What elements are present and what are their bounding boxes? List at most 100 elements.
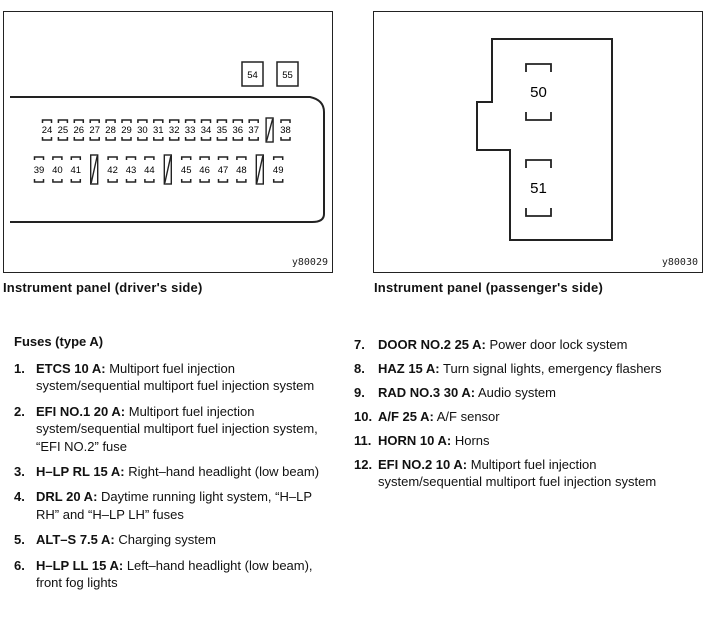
fuse-number: 46	[199, 165, 210, 176]
fuse-bracket-bottom	[125, 179, 137, 183]
fuse-bracket-top	[248, 119, 259, 123]
fuse-number: 44	[144, 165, 155, 176]
fuse-bracket-bottom	[184, 137, 196, 141]
fuse-number: 40	[52, 165, 63, 176]
item-number: 6.	[14, 557, 25, 573]
fuse-bracket-bottom	[70, 179, 82, 183]
fuse-bracket-top	[216, 119, 228, 123]
item-number: 1.	[14, 361, 25, 376]
item-number: 2.	[14, 403, 25, 419]
fuse-bracket-top	[180, 156, 192, 160]
fuse-bracket-bottom	[180, 179, 192, 183]
fuse-name: H–LP RL 15 A:	[36, 464, 125, 480]
fuse-description: Power door lock system	[489, 337, 628, 352]
fuse-number: 55	[282, 70, 293, 81]
fuse-list-right: 7. DOOR NO.2 25 A: Power door lock syste…	[354, 336, 674, 497]
fuse-number: 35	[217, 125, 228, 136]
fuse-number: 26	[74, 125, 85, 136]
fuse-bracket-top	[280, 119, 291, 123]
fuse-bracket-bottom	[144, 179, 155, 183]
fuse-bracket-top	[105, 119, 116, 123]
fuse-description: Multiport fuel injection system/sequenti…	[36, 403, 318, 454]
fuse-description: Multiport fuel injection system/sequenti…	[36, 361, 315, 394]
fuse-block-outline	[476, 38, 613, 241]
fuse-description: A/F sensor	[436, 409, 500, 424]
fuse-number: 39	[34, 165, 45, 176]
fuse-bracket-bottom	[216, 137, 228, 141]
fuse-bracket-top	[57, 119, 69, 123]
fuse-description: Horns	[454, 433, 490, 448]
fuse-bracket-bottom	[89, 137, 100, 141]
fuse-item: 3. H–LP RL 15 A: Right–hand headlight (l…	[14, 463, 326, 480]
fuse-bracket-top	[52, 156, 63, 160]
fuse-description: Right–hand headlight (low beam)	[128, 464, 320, 480]
fuse-bracket-bottom	[105, 137, 116, 141]
fuse-item: 5. ALT–S 7.5 A: Charging system	[14, 531, 326, 548]
fuse-bracket-bottom	[107, 179, 118, 183]
item-number: 9.	[354, 385, 365, 400]
fuse-number: 47	[218, 165, 229, 176]
fuse-bracket-bottom	[217, 179, 229, 183]
fuse-number: 42	[107, 165, 118, 176]
fuse-number: 36	[233, 125, 244, 136]
fuse-item: 9. RAD NO.3 30 A: Audio system	[354, 384, 674, 401]
fuse-bracket-top	[217, 156, 229, 160]
fuse-bracket-bottom	[137, 137, 148, 141]
fuse-bracket-bottom	[200, 137, 212, 141]
fuse-number: 24	[42, 125, 53, 136]
fuse-name: DOOR NO.2 25 A:	[378, 337, 486, 352]
fuse-item: 2. EFI NO.1 20 A: Multiport fuel injecti…	[14, 403, 326, 455]
fuse-bracket-top	[89, 119, 100, 123]
fuse-bracket-top	[200, 119, 212, 123]
fuse-bracket-bottom	[153, 137, 164, 141]
fuse-number: 43	[126, 165, 137, 176]
fuse-bracket-top	[144, 156, 155, 160]
fuse-bracket-top	[232, 119, 244, 123]
fuse-bracket-bottom	[232, 137, 244, 141]
fuse-bracket-bottom	[57, 137, 69, 141]
fuse-block-outline	[10, 96, 325, 223]
fuse-bracket-top	[73, 119, 85, 123]
fuse-bracket-top	[153, 119, 164, 123]
fuse-name: ETCS 10 A:	[36, 361, 106, 376]
fuse-item: 6. H–LP LL 15 A: Left–hand headlight (lo…	[14, 557, 326, 592]
fuse-bracket-top	[70, 156, 82, 160]
item-number: 7.	[354, 337, 365, 352]
diagram-code: y80030	[661, 257, 698, 268]
caption-passenger-side: Instrument panel (passenger's side)	[374, 280, 603, 295]
fuse-item: 4. DRL 20 A: Daytime running light syste…	[14, 488, 326, 523]
relay-slash	[265, 118, 274, 142]
fuse-name: DRL 20 A:	[36, 489, 98, 505]
fuse-number: 41	[71, 165, 82, 176]
fuse-item: 1. ETCS 10 A: Multiport fuel injection s…	[14, 360, 326, 395]
fuse-bracket-bottom	[236, 179, 247, 183]
fuse-bracket-top	[168, 119, 180, 123]
fuse-item: 10. A/F 25 A: A/F sensor	[354, 408, 674, 425]
relay-slash	[256, 155, 264, 184]
fuse-item: 8. HAZ 15 A: Turn signal lights, emergen…	[354, 360, 674, 377]
fuse-number: 37	[248, 125, 259, 136]
fuse-number: 27	[89, 125, 100, 136]
fuse-description: Left–hand headlight (low beam), front fo…	[36, 557, 313, 591]
fuse-name: EFI NO.1 20 A:	[36, 403, 126, 419]
fuse-bracket-bottom	[121, 137, 132, 141]
fuse-bracket-top	[107, 156, 118, 160]
fuse-name: A/F 25 A:	[378, 409, 434, 424]
fuse-name: ALT–S 7.5 A:	[36, 532, 115, 548]
fuse-number: 34	[201, 125, 212, 136]
fuse-bracket-top	[125, 156, 137, 160]
fuse-name: HAZ 15 A:	[378, 361, 440, 376]
fuse-bracket-bottom	[41, 137, 53, 141]
fuse-number: 45	[181, 165, 192, 176]
fuse-item: 12. EFI NO.2 10 A: Multiport fuel inject…	[354, 456, 674, 491]
item-number: 12.	[354, 457, 373, 472]
fuse-bracket-top	[525, 63, 552, 72]
fuses-heading: Fuses (type A)	[14, 334, 104, 349]
fuse-bracket-top	[41, 119, 53, 123]
fuse-number: 33	[185, 125, 196, 136]
